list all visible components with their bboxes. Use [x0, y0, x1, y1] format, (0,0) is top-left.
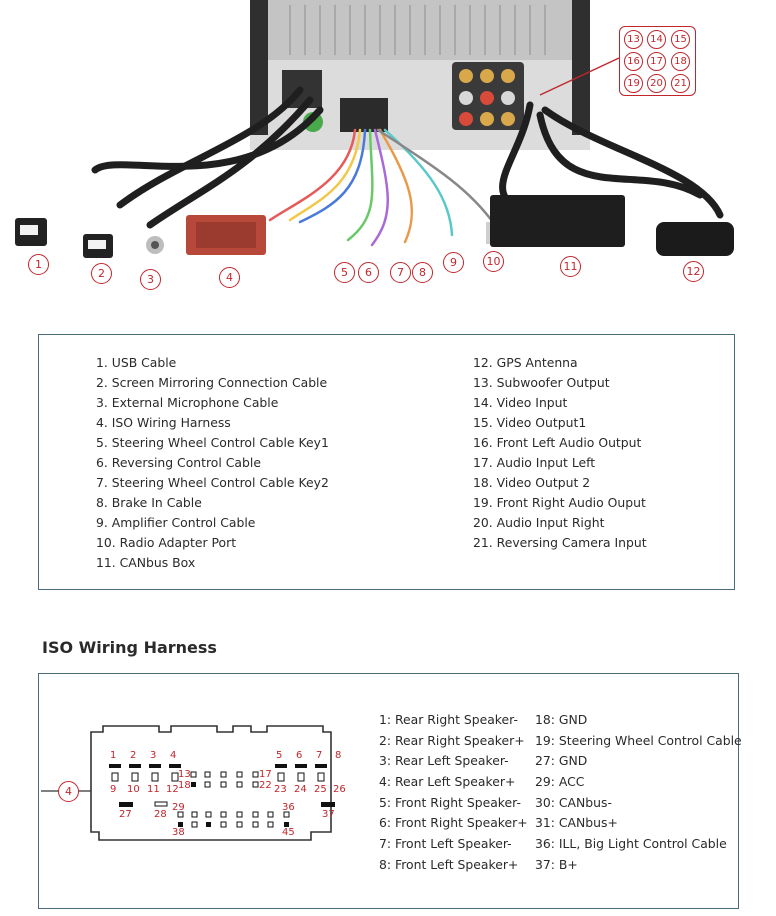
pin-item: 1: Rear Right Speaker- — [379, 712, 518, 727]
product-photo: 1 2 3 4 5 6 7 8 9 10 11 12 13 14 15 16 1… — [0, 0, 776, 300]
pin-label-28: 28 — [154, 809, 167, 820]
legend-item: 17. Audio Input Left — [473, 455, 596, 470]
callout-14: 14 — [647, 30, 666, 49]
pin-item: 5: Front Right Speaker- — [379, 794, 521, 810]
components-legend: 1. USB Cable 2. Screen Mirroring Connect… — [38, 334, 735, 590]
pin-item: 36: ILL, Big Light Control Cable — [535, 836, 727, 852]
callout-12: 12 — [683, 261, 704, 282]
callout-19: 19 — [624, 74, 643, 93]
callout-15: 15 — [671, 30, 690, 49]
pin-label-2: 2 — [130, 750, 137, 761]
gps-antenna — [656, 222, 734, 256]
callout-3: 3 — [140, 269, 161, 290]
pin-item: 4: Rear Left Speaker+ — [379, 774, 516, 790]
pin-label-7: 7 — [316, 750, 323, 761]
wiring-illustration — [15, 0, 734, 258]
legend-left-column: 1. USB Cable 2. Screen Mirroring Connect… — [96, 353, 329, 573]
pin-item: 6: Front Right Speaker+ — [379, 815, 528, 831]
legend-item: 1. USB Cable — [96, 355, 177, 370]
pin-label-24: 24 — [294, 784, 307, 795]
pin-item: 31: CANbus+ — [535, 815, 618, 831]
pin-label-17: 17 — [259, 769, 272, 780]
legend-item: 18. Video Output 2 — [473, 475, 591, 490]
pin-label-27: 27 — [119, 809, 132, 820]
legend-item: 4. ISO Wiring Harness — [96, 415, 231, 430]
pin-label-6: 6 — [296, 750, 303, 761]
pin-label-25: 25 — [314, 784, 327, 795]
legend-item: 10. Radio Adapter Port — [96, 535, 237, 550]
pin-label-10: 10 — [127, 784, 140, 795]
legend-item: 14. Video Input — [473, 395, 568, 410]
legend-item: 11. CANbus Box — [96, 555, 196, 570]
callout-13: 13 — [624, 30, 643, 49]
pin-list-right: 18: GND 19: Steering Wheel Control Cable… — [535, 710, 742, 876]
callout-4-harness: 4 — [58, 781, 79, 802]
callout-17: 17 — [647, 52, 666, 71]
iso-connector-diagram — [41, 725, 335, 841]
pin-label-29: 29 — [172, 802, 185, 813]
pin-label-12: 12 — [166, 784, 179, 795]
pin-item: 30: CANbus- — [535, 794, 612, 810]
pin-item: 7: Front Left Speaker- — [379, 836, 512, 852]
legend-item: 3. External Microphone Cable — [96, 395, 279, 410]
legend-item: 12. GPS Antenna — [473, 355, 578, 370]
harness-section-title: ISO Wiring Harness — [42, 638, 217, 657]
pin-label-22: 22 — [259, 780, 272, 791]
callout-18: 18 — [671, 52, 690, 71]
legend-item: 15. Video Output1 — [473, 415, 587, 430]
legend-item: 6. Reversing Control Cable — [96, 455, 261, 470]
legend-item: 5. Steering Wheel Control Cable Key1 — [96, 435, 329, 450]
callout-21: 21 — [671, 74, 690, 93]
pin-label-9: 9 — [110, 784, 117, 795]
callout-5: 5 — [334, 262, 355, 283]
pin-label-45: 45 — [282, 827, 295, 838]
pin-label-13: 13 — [178, 769, 191, 780]
callout-2: 2 — [91, 263, 112, 284]
pin-label-37: 37 — [322, 809, 335, 820]
pin-label-38: 38 — [172, 827, 185, 838]
pin-label-8: 8 — [335, 750, 342, 761]
legend-right-column: 12. GPS Antenna 13. Subwoofer Output 14.… — [473, 353, 647, 553]
canbus-box — [490, 195, 625, 247]
harness-pinout-box: 4 1 2 3 4 5 6 7 8 9 10 11 12 13 18 17 22… — [38, 673, 742, 909]
legend-item: 20. Audio Input Right — [473, 515, 605, 530]
legend-item: 21. Reversing Camera Input — [473, 535, 647, 550]
callout-9: 9 — [443, 252, 464, 273]
pin-label-18: 18 — [178, 780, 191, 791]
pin-item: 29: ACC — [535, 774, 585, 790]
pin-label-3: 3 — [150, 750, 157, 761]
pin-label-1: 1 — [110, 750, 117, 761]
legend-item: 8. Brake In Cable — [96, 495, 202, 510]
port-callout-grid: 13 14 15 16 17 18 19 20 21 — [619, 26, 696, 96]
callout-16: 16 — [624, 52, 643, 71]
legend-item: 13. Subwoofer Output — [473, 375, 610, 390]
callout-20: 20 — [647, 74, 666, 93]
callout-11: 11 — [560, 256, 581, 277]
pin-label-11: 11 — [147, 784, 160, 795]
callout-6: 6 — [358, 262, 379, 283]
callout-10: 10 — [483, 251, 504, 272]
pin-item: 8: Front Left Speaker+ — [379, 856, 519, 872]
legend-item: 7. Steering Wheel Control Cable Key2 — [96, 475, 329, 490]
pin-label-5: 5 — [276, 750, 283, 761]
pin-item: 18: GND — [535, 712, 588, 727]
pin-item: 27: GND — [535, 753, 588, 769]
legend-item: 16. Front Left Audio Output — [473, 435, 642, 450]
pin-list-left: 1: Rear Right Speaker- 2: Rear Right Spe… — [379, 710, 528, 876]
pin-item: 19: Steering Wheel Control Cable — [535, 732, 742, 748]
legend-item: 2. Screen Mirroring Connection Cable — [96, 375, 328, 390]
pin-label-23: 23 — [274, 784, 287, 795]
pin-label-26: 26 — [333, 784, 346, 795]
callout-7: 7 — [390, 262, 411, 283]
callout-1: 1 — [28, 254, 49, 275]
callout-8: 8 — [412, 262, 433, 283]
callout-4: 4 — [219, 267, 240, 288]
pin-label-4: 4 — [170, 750, 177, 761]
pin-item: 3: Rear Left Speaker- — [379, 753, 509, 769]
legend-item: 9. Amplifier Control Cable — [96, 515, 256, 530]
pin-item: 37: B+ — [535, 856, 578, 872]
pin-item: 2: Rear Right Speaker+ — [379, 732, 525, 748]
legend-item: 19. Front Right Audio Ouput — [473, 495, 646, 510]
pin-label-36: 36 — [282, 802, 295, 813]
